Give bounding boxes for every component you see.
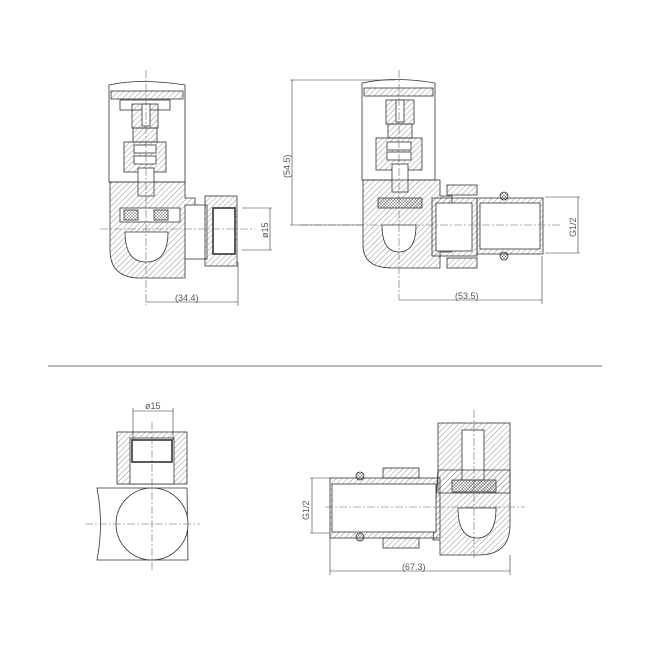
front-view-compression [100,70,272,306]
dim-diameter-15-side: ø15 [145,401,161,411]
side-view [85,408,200,570]
dim-thread-g1-2: G1/2 [568,217,578,237]
dim-thread-g1-2-top: G1/2 [301,500,311,520]
dim-width-53-5: (53.5) [455,291,479,301]
dim-length-67-3: (67.3) [402,562,426,572]
dim-diameter-15: ø15 [260,222,270,238]
front-view-tail [290,70,580,304]
dim-width-34-4: (34.4) [175,293,199,303]
top-view [310,410,525,575]
dim-height-54-5: (54.5) [282,154,292,178]
